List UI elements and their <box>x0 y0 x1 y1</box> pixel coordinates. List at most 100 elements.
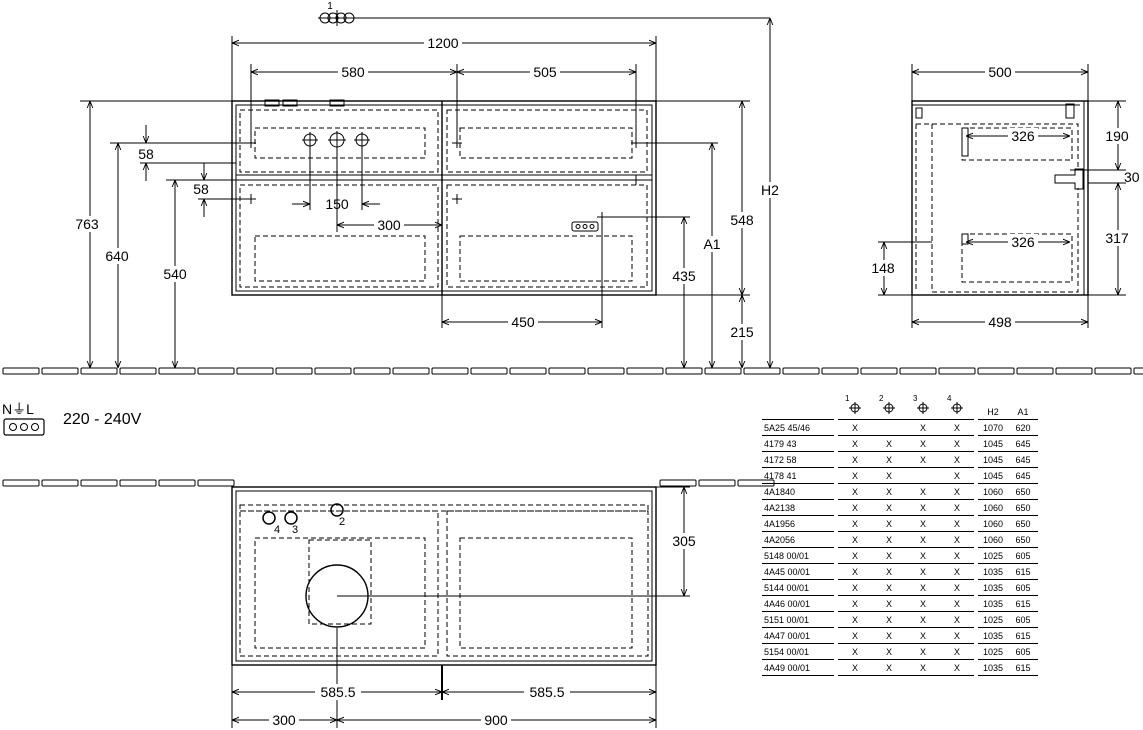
table-cell: 615 <box>1008 627 1038 644</box>
fitting-1-icon: 1 <box>845 394 863 415</box>
table-cell: X <box>838 467 872 484</box>
front-view <box>231 99 657 296</box>
table-cell: X <box>838 643 872 660</box>
dim-depth-498: 498 <box>988 314 1012 330</box>
table-cell-code: 4A49 00/01 <box>762 659 834 676</box>
table-cell: X <box>838 451 872 468</box>
voltage-label: 220 - 240V <box>63 411 142 428</box>
table-cell: X <box>872 467 906 484</box>
marker-3-label: 3 <box>292 524 298 536</box>
dim-depth-305: 305 <box>672 533 696 549</box>
table-cell: 1035 <box>978 595 1008 612</box>
strip-tile <box>938 367 976 375</box>
table-cell: 645 <box>1008 467 1038 484</box>
table-cell: X <box>872 659 906 676</box>
table-cell-code: 5154 00/01 <box>762 643 834 660</box>
table-cell: 615 <box>1008 595 1038 612</box>
table-cell: 1060 <box>978 531 1008 548</box>
table-cell: X <box>940 451 974 468</box>
dim-width-left: 580 <box>341 64 365 80</box>
table-cell: X <box>940 419 974 436</box>
strip-tile <box>197 479 235 487</box>
strip-tile <box>665 367 703 375</box>
dim-height-148: 148 <box>871 260 895 276</box>
side-view <box>878 64 1126 328</box>
table-cell: X <box>872 643 906 660</box>
table-cell: 1045 <box>978 451 1008 468</box>
table-cell: 1025 <box>978 643 1008 660</box>
table-cell: X <box>940 499 974 516</box>
table-header-row: 1 2 3 4 H2 A1 <box>762 393 1038 420</box>
table-cell: 615 <box>1008 659 1038 676</box>
strip-tile <box>821 367 859 375</box>
strip-tile <box>704 367 742 375</box>
front-view-labels: 1200 580 505 763 640 540 58 58 150 300 4… <box>73 1 782 340</box>
dim-h2: H2 <box>761 182 779 198</box>
table-cell-code: 4A2138 <box>762 499 834 516</box>
table-cell: 605 <box>1008 611 1038 628</box>
table-cell-code: 5144 00/01 <box>762 579 834 596</box>
strip-tile <box>353 367 391 375</box>
table-cell: X <box>838 659 872 676</box>
dim-height-215: 215 <box>730 324 754 340</box>
dim-offset-58-bottom: 58 <box>193 181 209 197</box>
front-view-dimensions <box>80 17 770 368</box>
table-cell: 615 <box>1008 563 1038 580</box>
strip-tile <box>899 367 937 375</box>
strip-tile <box>392 367 430 375</box>
table-cell: 1035 <box>978 659 1008 676</box>
table-cell: X <box>872 451 906 468</box>
dim-width-total: 1200 <box>427 35 458 51</box>
dim-height-435: 435 <box>672 268 696 284</box>
fitting-4-icon: 4 <box>947 394 965 415</box>
table-cell-code: 5148 00/01 <box>762 547 834 564</box>
strip-tile <box>431 367 469 375</box>
top-view-labels: 2 3 4 305 585.5 585.5 300 900 <box>269 516 699 728</box>
table-cell: X <box>940 563 974 580</box>
table-cell <box>872 419 906 436</box>
strip-tile <box>119 479 157 487</box>
marker-1-label: 1 <box>327 1 333 12</box>
table-cell: X <box>940 659 974 676</box>
table-cell-code: 4A1956 <box>762 515 834 532</box>
strip-tile <box>41 367 79 375</box>
table-cell: X <box>838 483 872 500</box>
table-cell: 1060 <box>978 499 1008 516</box>
table-cell: X <box>940 435 974 452</box>
table-cell: X <box>906 579 940 596</box>
table-cell: 1025 <box>978 611 1008 628</box>
dim-a1: A1 <box>703 236 720 252</box>
strip-tile <box>1133 367 1143 375</box>
strip-tile <box>314 367 352 375</box>
table-header-fitting-2: 2 <box>872 393 906 420</box>
table-cell: 650 <box>1008 515 1038 532</box>
table-header-code <box>762 393 834 420</box>
table-cell-code: 4A1840 <box>762 483 834 500</box>
table-cell: 1025 <box>978 547 1008 564</box>
table-cell: 1060 <box>978 515 1008 532</box>
table-cell: X <box>872 579 906 596</box>
power-connection: N⏚L 220 - 240V <box>2 401 142 436</box>
table-cell: X <box>940 595 974 612</box>
table-cell: X <box>872 563 906 580</box>
table-cell: 1035 <box>978 627 1008 644</box>
table-cell: 1035 <box>978 563 1008 580</box>
table-cell: X <box>906 499 940 516</box>
table-cell: X <box>838 547 872 564</box>
strip-tile <box>80 367 118 375</box>
table-cell: 605 <box>1008 547 1038 564</box>
table-cell: 645 <box>1008 435 1038 452</box>
table-cell: X <box>906 643 940 660</box>
dim-spacing-150: 150 <box>325 196 349 212</box>
